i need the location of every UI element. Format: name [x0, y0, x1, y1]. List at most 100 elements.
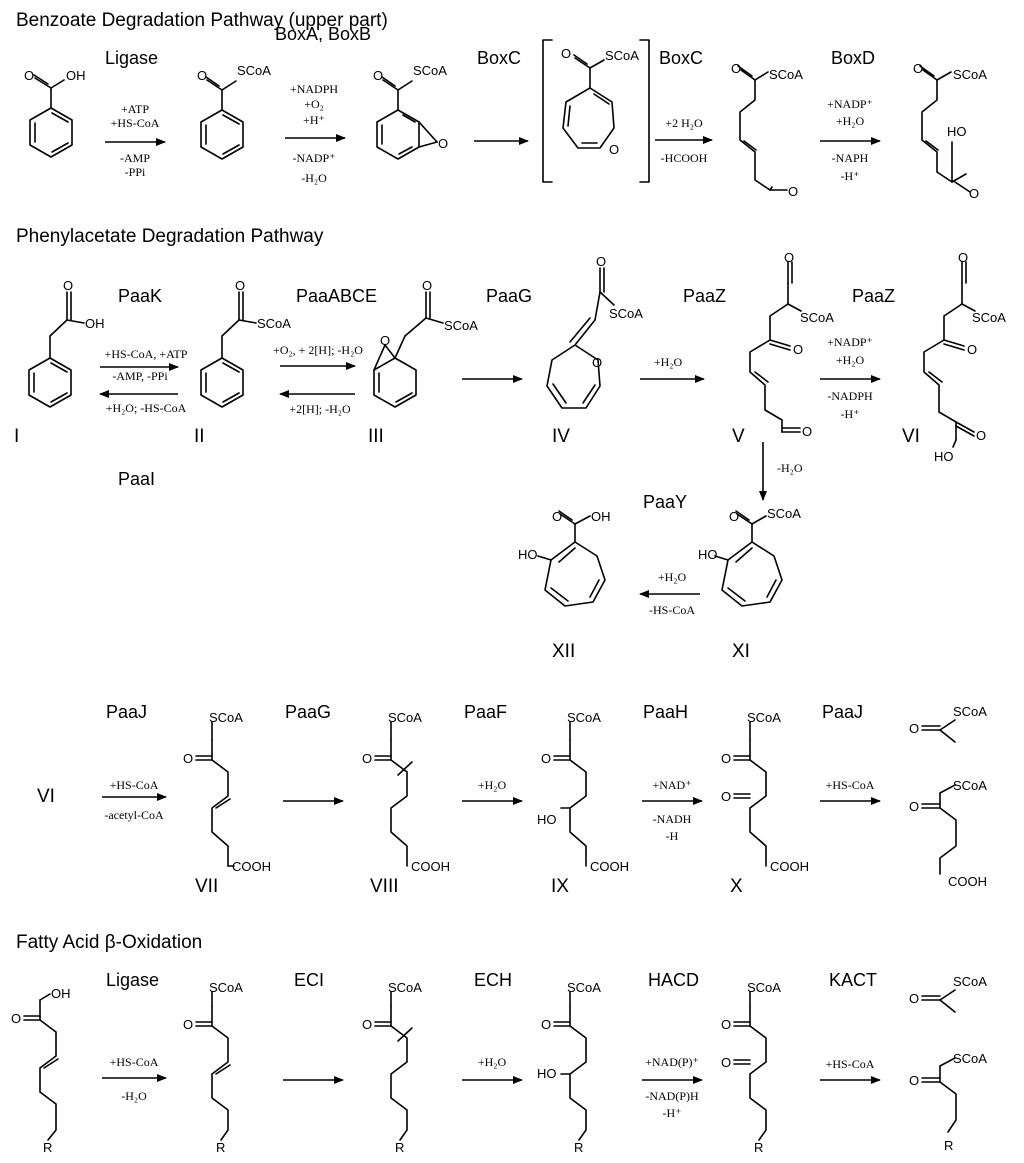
label-o: O: [909, 799, 919, 814]
svg-text:-H⁺: -H⁺: [841, 407, 860, 421]
label-ho: HO: [698, 547, 718, 562]
label-o: O: [958, 250, 968, 265]
molecule-fatty-hydroxyacyl-coa: SCoA O HO R: [537, 980, 601, 1155]
molecule-tropone-coa: O SCoA HO: [698, 506, 801, 607]
molecule-oxepin-coa: O O SCoA: [542, 39, 650, 183]
enzyme-paai: PaaI: [118, 469, 155, 489]
label-o: O: [596, 254, 606, 269]
svg-text:+HS-CoA: +HS-CoA: [826, 778, 875, 792]
svg-text:-H₂O: -H₂O: [121, 1089, 147, 1103]
label-scoa: SCoA: [209, 980, 243, 995]
compound-label-vii: VII: [195, 876, 218, 897]
enzyme-paaz: PaaZ: [683, 286, 726, 306]
label-oh: OH: [51, 986, 71, 1001]
svg-text:-NADP⁺: -NADP⁺: [292, 151, 335, 165]
label-r: R: [574, 1140, 583, 1155]
svg-text:-HS-CoA: -HS-CoA: [649, 603, 695, 617]
label-scoa: SCoA: [609, 306, 643, 321]
label-ho: HO: [537, 1066, 557, 1081]
enzyme-boxc: BoxC: [477, 48, 521, 68]
molecule-oxoacyl-coa: SCoA O O COOH: [721, 710, 809, 874]
compound-label-iv: IV: [552, 426, 570, 447]
label-o: O: [552, 509, 562, 524]
svg-text:+HS-CoA: +HS-CoA: [826, 1057, 875, 1071]
label-scoa: SCoA: [769, 67, 803, 82]
label-scoa: SCoA: [800, 310, 834, 325]
enzyme-ech: ECH: [474, 970, 512, 990]
molecule-benzoyl-coa-epoxide: O O SCoA: [373, 63, 448, 160]
reaction-conditions-b2: +NADPH +O₂ +H⁺ -NADP⁺ -H₂O: [290, 82, 338, 185]
molecule-fatty-acyl-coa: SCoA O R: [183, 980, 243, 1155]
label-o: O: [721, 1055, 731, 1070]
label-o: O: [909, 1073, 919, 1088]
reaction-conditions-f3: +H₂O: [478, 1055, 507, 1069]
molecule-trans-enoyl-coa: SCoA O R: [362, 980, 422, 1155]
reaction-conditions-f5: +HS-CoA: [826, 1057, 875, 1071]
molecule-open-chain-acid: O SCoA HO O: [913, 61, 987, 201]
svg-text:-H₂O: -H₂O: [301, 171, 327, 185]
section-title-fatty-acid: Fatty Acid β-Oxidation: [16, 932, 202, 953]
compound-label-ii: II: [194, 426, 205, 447]
label-r: R: [43, 1140, 52, 1155]
enzyme-paaabce: PaaABCE: [296, 286, 377, 306]
reaction-conditions-p7: +H₂O -HS-CoA: [649, 570, 695, 617]
enzyme-paag-2: PaaG: [285, 702, 331, 722]
reaction-conditions-p2: +O₂, + 2[H]; -H₂O +2[H]; -H₂O: [273, 343, 363, 416]
molecule-ring-epoxide: O O SCoA: [373, 278, 478, 408]
svg-text:+ATP: +ATP: [121, 102, 149, 116]
label-r: R: [395, 1140, 404, 1155]
compound-label-vi: VI: [902, 426, 920, 447]
svg-text:-H⁺: -H⁺: [663, 1106, 682, 1120]
label-o: O: [380, 333, 390, 348]
svg-text:+2 H₂O: +2 H₂O: [665, 116, 703, 130]
enzyme-paag: PaaG: [486, 286, 532, 306]
label-r: R: [754, 1140, 763, 1155]
svg-text:+H₂O: +H₂O: [654, 355, 683, 369]
molecule-enoyl-coa-vii: SCoA O COOH: [183, 710, 271, 874]
phenylacetate-row: PaaK PaaI PaaABCE PaaG PaaZ PaaZ I II II…: [14, 250, 1006, 662]
enzyme-ligase-2: Ligase: [106, 970, 159, 990]
section-title-benzoate: Benzoate Degradation Pathway (upper part…: [16, 10, 388, 31]
enzyme-boxa-boxb: BoxA, BoxB: [275, 24, 371, 44]
svg-text:+O₂, + 2[H]; -H₂O: +O₂, + 2[H]; -H₂O: [273, 343, 363, 357]
svg-text:-PPi: -PPi: [125, 165, 146, 179]
molecule-hydroxyacyl-coa: SCoA O HO COOH: [537, 710, 629, 874]
svg-text:-NAPH: -NAPH: [832, 151, 869, 165]
label-ho: HO: [518, 547, 538, 562]
svg-text:-AMP: -AMP: [120, 151, 150, 165]
label-o: O: [561, 46, 571, 61]
reaction-conditions-f1: +HS-CoA -H₂O: [110, 1055, 159, 1103]
svg-text:+NAD⁺: +NAD⁺: [652, 778, 691, 792]
benzoate-row: Ligase BoxA, BoxB BoxC BoxC BoxD O OH +A…: [24, 24, 987, 201]
reaction-conditions-b4: +2 H₂O -HCOOH: [661, 116, 708, 165]
label-scoa: SCoA: [747, 710, 781, 725]
fatty-acid-row: Ligase ECI ECH HACD KACT OH O R +HS-CoA …: [11, 970, 987, 1155]
enzyme-boxd: BoxD: [831, 48, 875, 68]
label-o: O: [362, 1017, 372, 1032]
label-scoa: SCoA: [953, 974, 987, 989]
compound-label-xi: XI: [732, 641, 750, 662]
label-scoa: SCoA: [413, 63, 447, 78]
svg-text:-H⁺: -H⁺: [841, 169, 860, 183]
label-oh: OH: [591, 509, 611, 524]
label-oh: OH: [66, 68, 86, 83]
label-o: O: [913, 61, 923, 76]
enzyme-boxc-2: BoxC: [659, 48, 703, 68]
reaction-conditions-p5: +NADP⁺ +H₂O -NADPH -H⁺: [827, 335, 873, 421]
label-o: O: [784, 250, 794, 265]
label-o: O: [592, 355, 602, 370]
section-title-phenylacetate: Phenylacetate Degradation Pathway: [16, 226, 324, 247]
svg-text:+NAD(P)⁺: +NAD(P)⁺: [645, 1055, 699, 1069]
label-o: O: [793, 342, 803, 357]
label-o: O: [721, 789, 731, 804]
svg-text:+H₂O: +H₂O: [836, 353, 865, 367]
label-o: O: [422, 278, 432, 293]
lower-pathway-row: PaaJ PaaG PaaF PaaH PaaJ VI VII VIII IX …: [37, 702, 987, 897]
molecule-acetyl-coa: SCoA O: [909, 704, 987, 743]
svg-text:+HS-CoA: +HS-CoA: [110, 778, 159, 792]
molecule-enoyl-coa-viii: SCoA O COOH: [362, 710, 450, 874]
enzyme-paak: PaaK: [118, 286, 162, 306]
svg-text:+HS-CoA, +ATP: +HS-CoA, +ATP: [105, 347, 188, 361]
label-o: O: [721, 1017, 731, 1032]
reaction-conditions-b1: +ATP +HS-CoA -AMP -PPi: [111, 102, 160, 179]
